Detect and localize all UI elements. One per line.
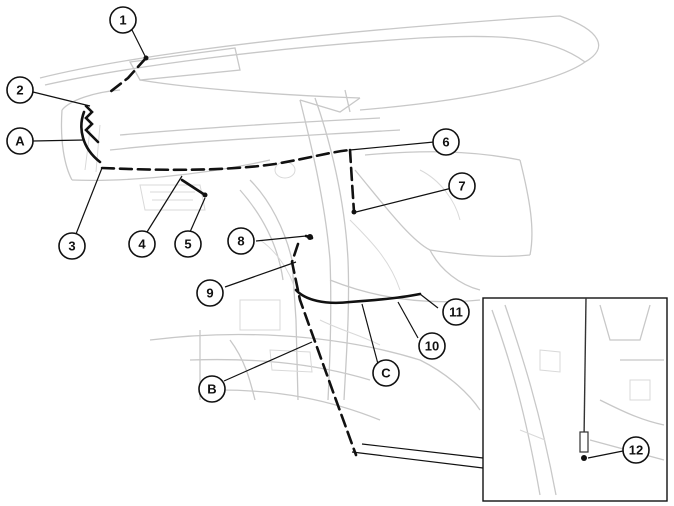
- callout-4: 4: [128, 230, 156, 258]
- callout-C: C: [372, 359, 400, 387]
- harness-branch-5: [180, 178, 207, 197]
- harness-routing: [80, 55, 422, 457]
- callout-8-label: 8: [237, 234, 244, 249]
- callout-7: 7: [448, 172, 476, 200]
- callout-5-label: 5: [184, 237, 191, 252]
- callout-B-label: B: [207, 382, 216, 397]
- callout-8: 8: [227, 227, 255, 255]
- detail-inset: [482, 297, 668, 502]
- callout-6: 6: [432, 128, 460, 156]
- callout-10-label: 10: [425, 339, 439, 354]
- callout-9-label: 9: [206, 286, 213, 301]
- callout-1: 1: [109, 6, 137, 34]
- callout-7-label: 7: [458, 179, 465, 194]
- callout-3: 3: [58, 232, 86, 260]
- callout-12-label: 12: [629, 443, 643, 458]
- callout-4-label: 4: [138, 237, 146, 252]
- callout-5: 5: [174, 230, 202, 258]
- connector-5-dot: [202, 192, 208, 198]
- inset-cable: [583, 297, 587, 441]
- harness-bracket-a: [80, 110, 102, 164]
- harness-segment-top: [108, 56, 148, 94]
- inset-connector-tip: [581, 455, 587, 461]
- harness-drop-b: [290, 242, 358, 457]
- callout-12: 12: [622, 436, 650, 464]
- callout-C-label: C: [381, 366, 391, 381]
- callout-A: A: [6, 127, 34, 155]
- callout-11-label: 11: [449, 305, 463, 320]
- callout-A-label: A: [15, 134, 25, 149]
- harness-main-run: [100, 148, 352, 172]
- callout-3-label: 3: [68, 239, 75, 254]
- callout-B: B: [198, 375, 226, 403]
- harness-coil: [84, 104, 100, 144]
- inset-leader-bottom: [351, 451, 484, 469]
- callout-11: 11: [442, 298, 470, 326]
- connector-8-dot: [307, 234, 313, 240]
- callout-1-label: 1: [119, 13, 126, 28]
- inset-connector: [579, 431, 589, 453]
- connector-7-dot: [351, 209, 357, 215]
- harness-drop-7: [348, 148, 356, 214]
- leader-lines: [32, 27, 624, 459]
- callout-6-label: 6: [442, 135, 449, 150]
- callout-2-label: 2: [16, 83, 23, 98]
- callout-10: 10: [418, 332, 446, 360]
- inset-leader-top: [361, 443, 484, 459]
- harness-curve-c: [294, 288, 422, 305]
- callout-2: 2: [6, 76, 34, 104]
- callout-9: 9: [196, 279, 224, 307]
